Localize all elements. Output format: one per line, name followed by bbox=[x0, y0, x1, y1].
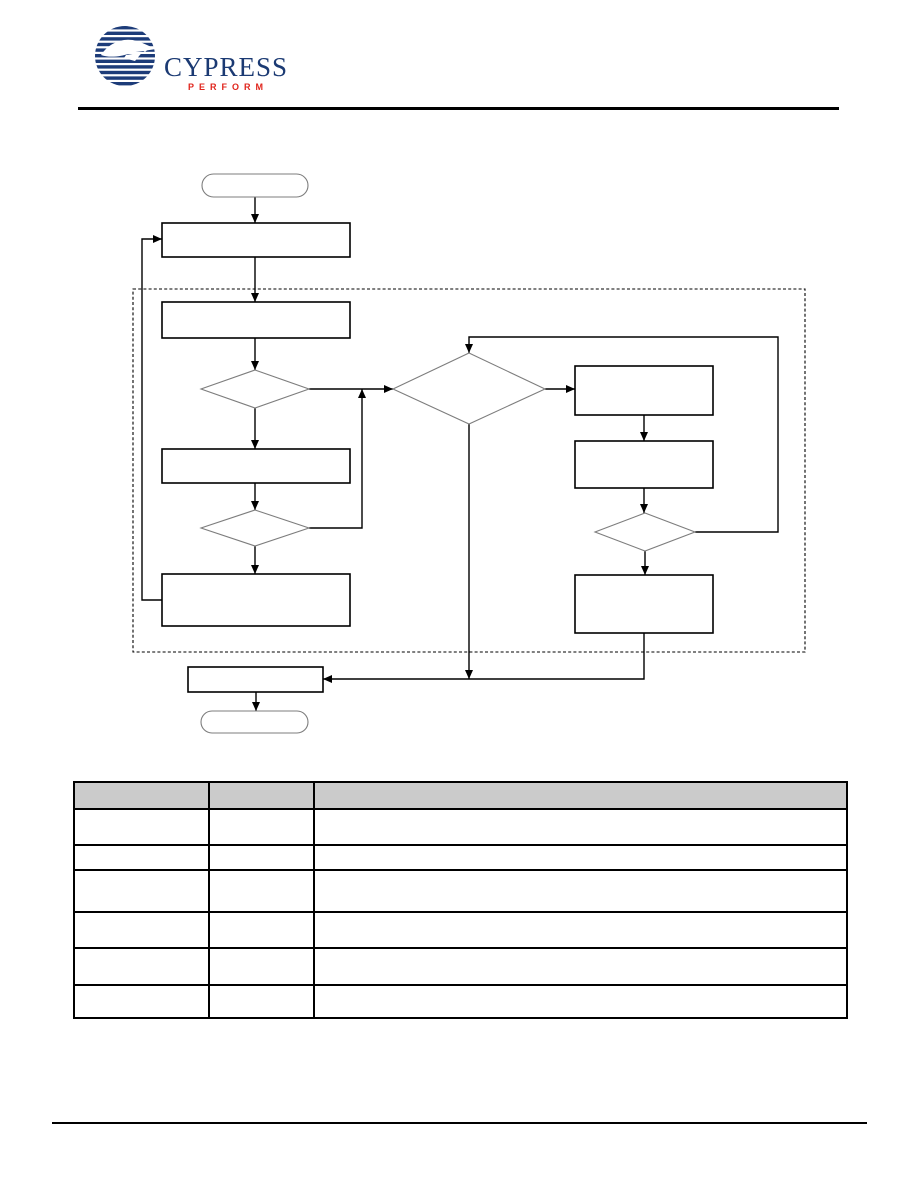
table-header-cell bbox=[73, 781, 210, 810]
cypress-logo: CYPRESS PERFORM bbox=[93, 22, 293, 98]
flow-node-process-4 bbox=[161, 573, 351, 627]
table-cell bbox=[313, 808, 848, 846]
table-cell bbox=[208, 844, 315, 871]
table-row bbox=[73, 947, 848, 986]
flow-node-process-1 bbox=[161, 222, 351, 258]
flow-node-process-3 bbox=[161, 448, 351, 484]
cypress-logo-icon bbox=[95, 26, 156, 86]
table-cell bbox=[208, 947, 315, 986]
table-cell bbox=[73, 869, 210, 913]
table-cell bbox=[313, 911, 848, 949]
table-row bbox=[73, 984, 848, 1019]
table-cell bbox=[73, 808, 210, 846]
footer-rule bbox=[52, 1122, 867, 1124]
flow-connector-p7-to-p8 bbox=[323, 633, 645, 683]
flow-node-process-5 bbox=[574, 365, 714, 416]
header-rule bbox=[78, 107, 839, 110]
table-row bbox=[73, 869, 848, 913]
logo-bird bbox=[101, 39, 156, 61]
flow-node-decision-1 bbox=[199, 369, 311, 409]
flow-node-process-7 bbox=[574, 574, 714, 634]
table-header-cell bbox=[208, 781, 315, 810]
table-cell bbox=[313, 947, 848, 986]
table-cell bbox=[73, 911, 210, 949]
table-cell bbox=[313, 869, 848, 913]
table-cell bbox=[73, 844, 210, 871]
table-cell bbox=[313, 984, 848, 1019]
table-cell bbox=[208, 808, 315, 846]
flow-node-end-terminator bbox=[200, 710, 309, 734]
table-row bbox=[73, 844, 848, 871]
flow-node-decision-3 bbox=[391, 352, 547, 425]
flow-node-decision-2 bbox=[199, 509, 311, 547]
flow-dashed-group bbox=[132, 288, 806, 653]
table-header-cell bbox=[313, 781, 848, 810]
table-cell bbox=[208, 911, 315, 949]
table-cell bbox=[73, 947, 210, 986]
flow-node-process-8 bbox=[187, 666, 324, 693]
table-header-row bbox=[73, 781, 848, 810]
flow-node-decision-4 bbox=[593, 512, 697, 552]
spec-table bbox=[73, 781, 848, 1019]
table-row bbox=[73, 911, 848, 949]
table-cell bbox=[73, 984, 210, 1019]
table-cell bbox=[313, 844, 848, 871]
flow-connector-d2-loop-up bbox=[309, 389, 366, 529]
table-cell bbox=[208, 869, 315, 913]
logo-tagline-text: PERFORM bbox=[188, 82, 268, 92]
table-row bbox=[73, 808, 848, 846]
logo-brand-text: CYPRESS bbox=[164, 52, 289, 82]
flow-connector-d4-loop-to-d3 bbox=[465, 336, 779, 533]
flow-node-process-2 bbox=[161, 301, 351, 339]
table-cell bbox=[208, 984, 315, 1019]
flow-node-start-terminator bbox=[201, 173, 309, 198]
flow-node-process-6 bbox=[574, 440, 714, 489]
flow-connector-p4-loop-to-p1 bbox=[141, 235, 162, 601]
